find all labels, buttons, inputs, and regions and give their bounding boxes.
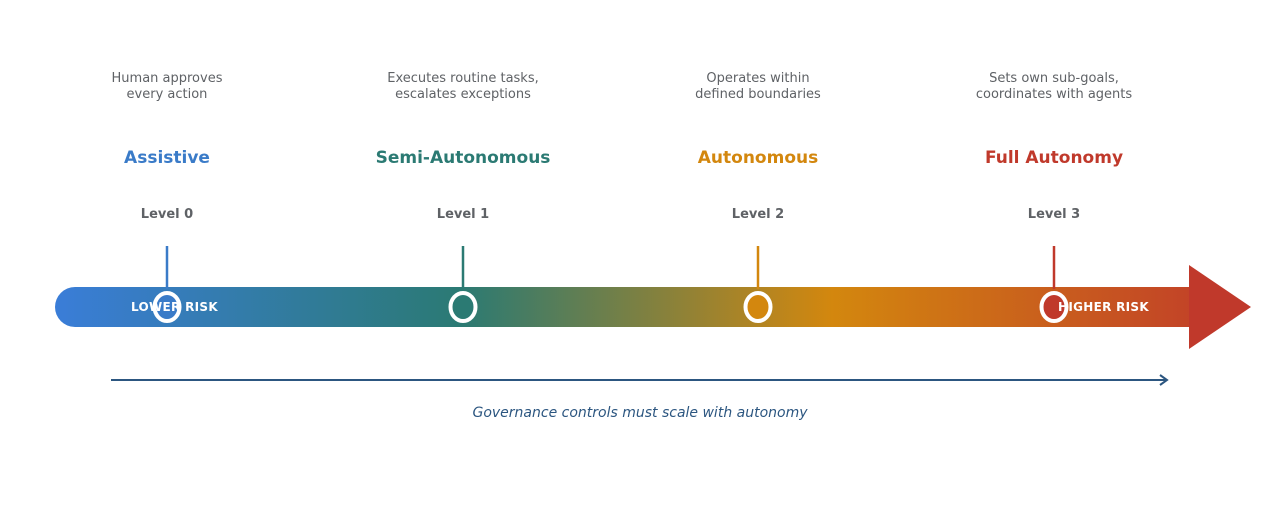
higher-risk-label: HIGHER RISK: [1058, 300, 1149, 314]
level-number: Level 0: [140, 207, 194, 222]
level-name: Assistive: [124, 148, 210, 168]
level-marker-circle: [743, 291, 773, 323]
level-name: Semi-Autonomous: [375, 148, 551, 168]
level-marker-circle: [1039, 291, 1069, 323]
level-marker-circle: [152, 291, 182, 323]
level-description: Sets own sub-goals, coordinates with age…: [975, 71, 1133, 102]
level-name: Full Autonomy: [984, 148, 1124, 168]
level-description: Human approves every action: [111, 71, 223, 102]
governance-caption: Governance controls must scale with auto…: [472, 405, 808, 421]
level-description: Operates within defined boundaries: [695, 71, 821, 102]
caption-arrow-head: [1159, 374, 1169, 386]
level-number: Level 2: [731, 207, 785, 222]
level-number: Level 1: [436, 207, 490, 222]
lower-risk-label: LOWER RISK: [131, 300, 218, 314]
level-number: Level 3: [1027, 207, 1081, 222]
spectrum-arrowhead: [1189, 265, 1251, 349]
level-description: Executes routine tasks, escalates except…: [387, 71, 539, 102]
level-name: Autonomous: [697, 148, 819, 168]
level-marker-circle: [448, 291, 478, 323]
